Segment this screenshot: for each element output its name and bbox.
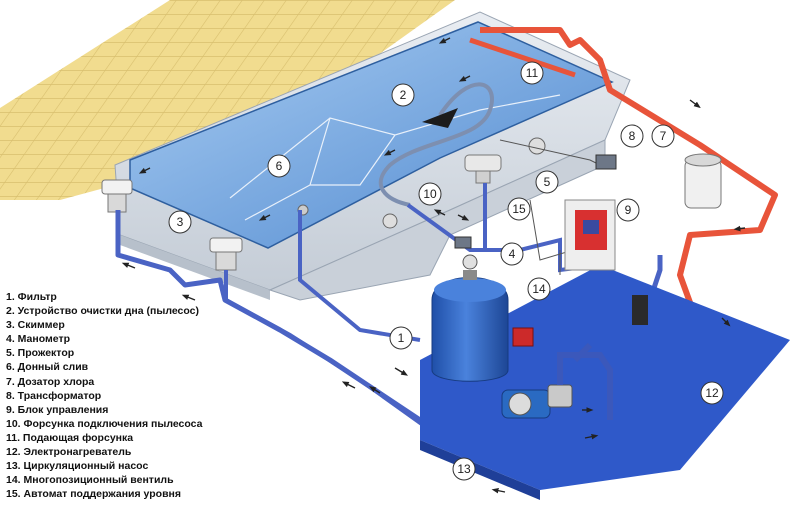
callout-4: 4 [500, 242, 524, 266]
skimmer-right [209, 237, 243, 271]
legend-list: 1. Фильтр 2. Устройство очистки дна (пыл… [6, 290, 202, 501]
svg-text:8: 8 [629, 129, 636, 143]
callout-2: 2 [391, 83, 415, 107]
callout-10: 10 [418, 182, 442, 206]
legend-item: 1. Фильтр [6, 291, 57, 303]
skimmer-left [101, 179, 133, 213]
callout-6: 6 [267, 154, 291, 178]
callout-3: 3 [168, 210, 192, 234]
transformer [595, 154, 617, 170]
level-controller [464, 154, 502, 184]
legend-item: 8. Трансформатор [6, 389, 102, 402]
legend-item: 3. Скиммер [6, 319, 65, 332]
svg-text:14: 14 [532, 282, 546, 296]
legend-item: 15. Автомат поддержания уровня [6, 488, 181, 501]
electric-heater [632, 295, 648, 325]
flow-arrows [121, 37, 746, 494]
svg-text:9: 9 [625, 203, 632, 217]
svg-text:2: 2 [400, 88, 407, 102]
legend-item: 6. Донный слив [6, 361, 89, 374]
svg-text:5: 5 [544, 175, 551, 189]
svg-text:1: 1 [398, 331, 405, 345]
legend-item: 13. Циркуляционный насос [6, 460, 149, 473]
transformer-2 [454, 236, 472, 249]
supply-pipe-inlets [469, 37, 576, 78]
callout-5: 5 [535, 170, 559, 194]
legend-item: 10. Форсунка подключения пылесоса [6, 417, 203, 430]
svg-text:4: 4 [509, 247, 516, 261]
legend-item: 14. Многопозиционный вентиль [6, 474, 174, 487]
pool-vacuum [378, 82, 494, 207]
svg-text:3: 3 [177, 215, 184, 229]
floodlight-2 [382, 213, 398, 229]
multiport-valve [512, 327, 534, 347]
pool-wall-side [120, 235, 270, 300]
callout-9: 9 [616, 198, 640, 222]
pump-pipes [557, 342, 613, 420]
floodlight [528, 137, 546, 155]
pool-floor-lines [229, 94, 561, 221]
tile-deck [0, 0, 455, 200]
filter-tank [431, 254, 509, 382]
legend-item: 7. Дозатор хлора [6, 375, 95, 388]
chlorinator [684, 153, 722, 209]
svg-text:12: 12 [705, 386, 719, 400]
control-unit [564, 199, 616, 271]
svg-text:15: 15 [512, 202, 526, 216]
svg-text:11: 11 [526, 66, 539, 80]
legend-item: 9. Блок управления [6, 403, 109, 416]
callout-15: 15 [507, 197, 531, 221]
equipment-floor [420, 265, 790, 490]
callout-13: 13 [452, 457, 476, 481]
legend-item: 11. Подающая форсунка [6, 431, 134, 444]
svg-text:13: 13 [457, 462, 471, 476]
callout-14: 14 [527, 277, 551, 301]
legend-item: 12. Электронагреватель [6, 446, 132, 459]
svg-text:10: 10 [423, 187, 437, 201]
svg-text:6: 6 [276, 159, 283, 173]
callout-11: 11 [520, 61, 544, 85]
callout-1: 1 [389, 326, 413, 350]
equipment-floor-edge [420, 440, 540, 500]
legend-item: 4. Манометр [6, 333, 71, 346]
legend-item: 5. Прожектор [6, 347, 75, 360]
svg-text:7: 7 [660, 129, 667, 143]
callout-7: 7 [651, 124, 675, 148]
callout-8: 8 [620, 124, 644, 148]
callout-12: 12 [700, 381, 724, 405]
legend-item: 2. Устройство очистки дна (пылесос) [6, 305, 200, 318]
